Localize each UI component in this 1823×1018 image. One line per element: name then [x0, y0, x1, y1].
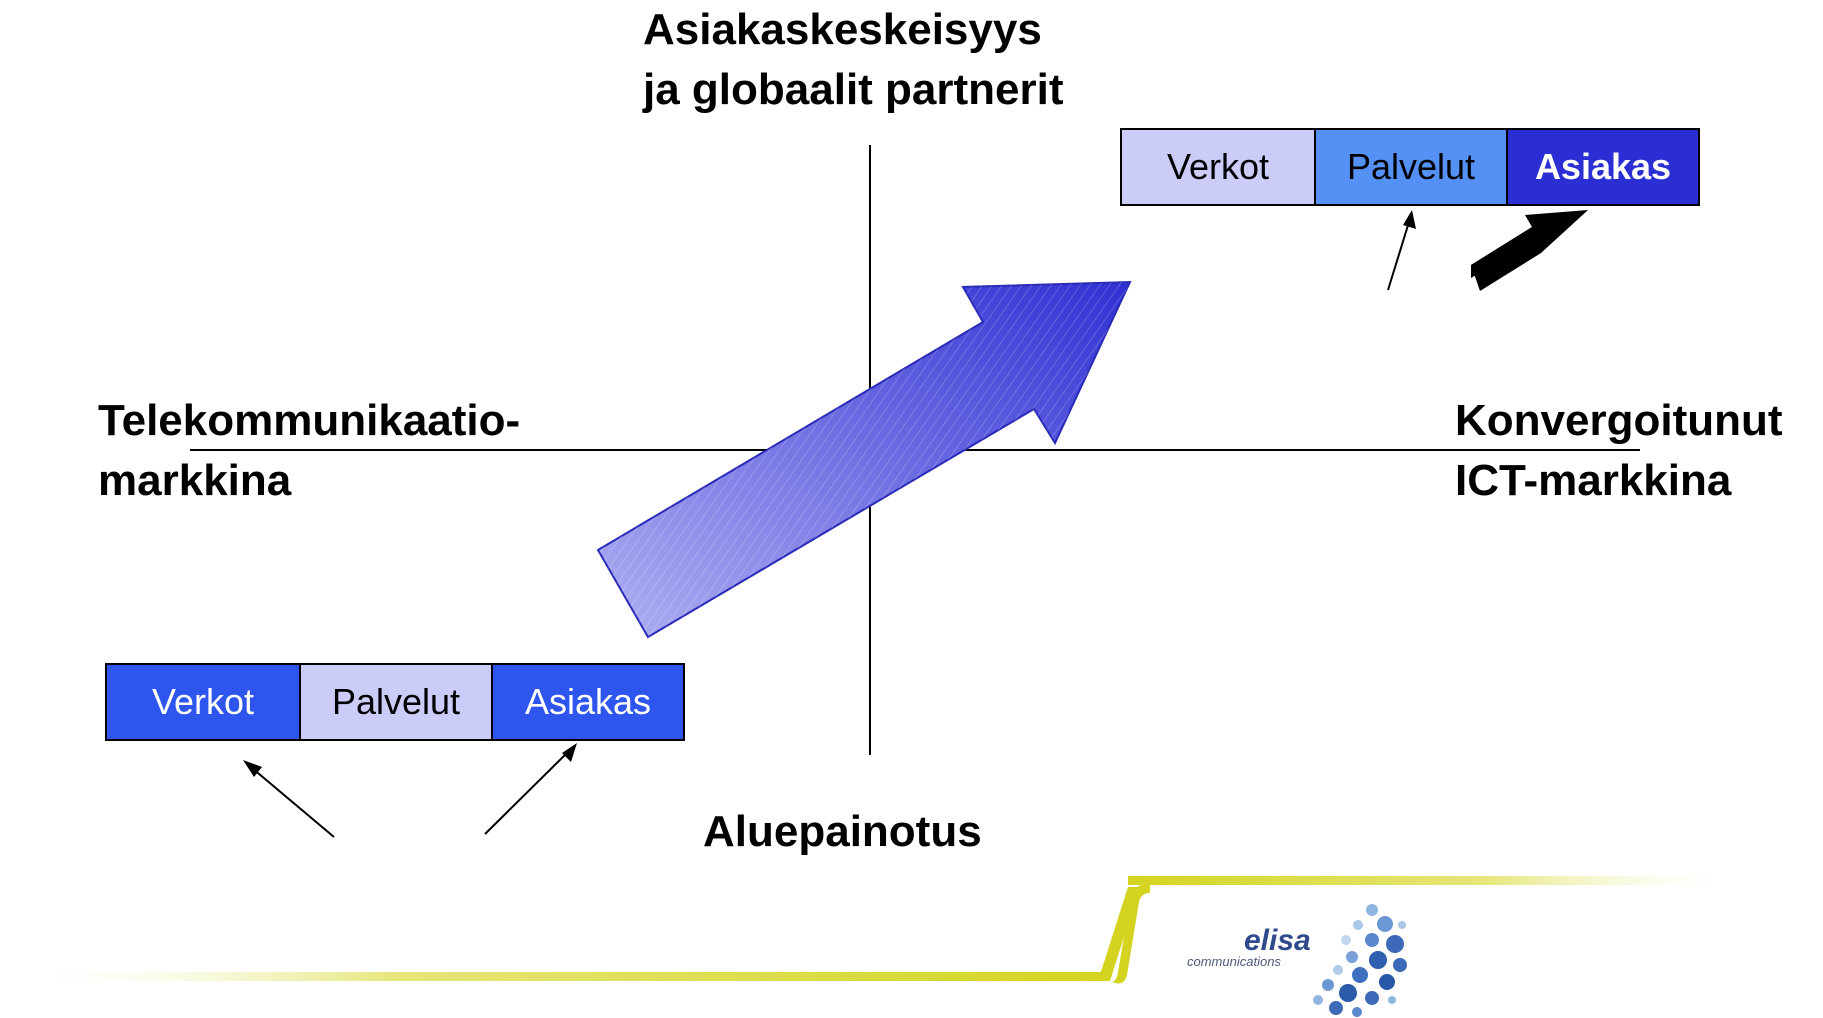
- elisa-logo-tagline: communications: [1187, 954, 1281, 969]
- left-axis-label: Telekommunikaatio- markkina: [98, 391, 520, 511]
- left-label-line2: markkina: [98, 456, 292, 505]
- right-label-line1: Konvergoitunut: [1455, 396, 1783, 445]
- block-left-asiakas: Asiakas: [491, 665, 683, 739]
- big-diagonal-arrow: [596, 280, 1132, 639]
- arrow-to-verkot-left: [243, 760, 335, 838]
- arrow-to-asiakas-left: [484, 743, 577, 835]
- value-chain-block-right: Verkot Palvelut Asiakas: [1120, 128, 1700, 206]
- block-right-verkot: Verkot: [1122, 130, 1314, 204]
- top-label-line1: Asiakaskeskeisyys: [643, 5, 1042, 54]
- value-chain-block-left: Verkot Palvelut Asiakas: [105, 663, 685, 741]
- bold-arrow-to-asiakas-right: [1471, 210, 1588, 291]
- elisa-logo-wordmark: elisa: [1244, 924, 1311, 957]
- top-label-line2: ja globaalit partnerit: [643, 65, 1064, 114]
- block-right-palvelut: Palvelut: [1314, 130, 1506, 204]
- elisa-logo-globe: [1313, 904, 1407, 1017]
- block-left-palvelut: Palvelut: [299, 665, 491, 739]
- top-axis-label: Asiakaskeskeisyys ja globaalit partnerit: [643, 0, 1064, 120]
- right-axis-label: Konvergoitunut ICT-markkina: [1455, 391, 1783, 511]
- block-left-verkot: Verkot: [107, 665, 299, 739]
- bottom-axis-label: Aluepainotus: [703, 807, 982, 856]
- left-label-line1: Telekommunikaatio-: [98, 396, 521, 445]
- thin-arrow-to-palvelut-right: [1387, 210, 1416, 291]
- right-label-line2: ICT-markkina: [1455, 456, 1732, 505]
- block-right-asiakas: Asiakas: [1506, 130, 1698, 204]
- footer-decoration: [10, 876, 1724, 984]
